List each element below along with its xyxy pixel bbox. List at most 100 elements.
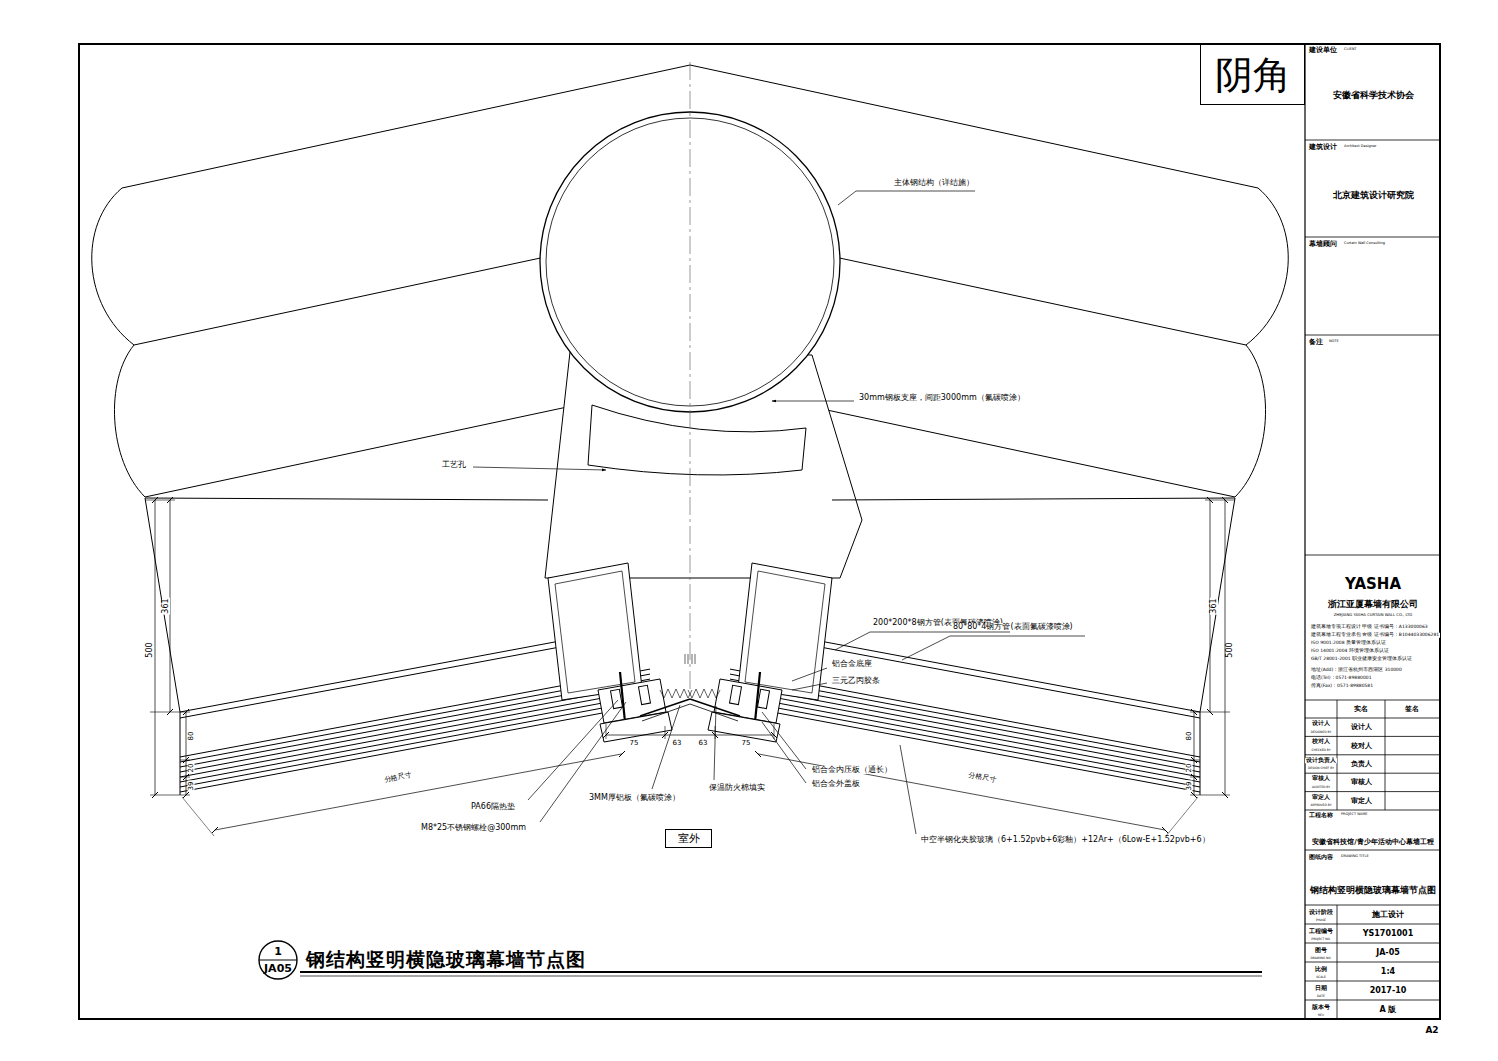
callout-label: 分格尺寸 bbox=[967, 772, 998, 784]
sheet-frame bbox=[1305, 237, 1440, 238]
title-block-text: APPROVED BY bbox=[1309, 804, 1332, 807]
sheet-frame bbox=[1305, 718, 1440, 719]
leader-line bbox=[838, 191, 975, 205]
dimension-text: 63 bbox=[672, 740, 683, 747]
title-block-text: 建筑设计 bbox=[1308, 144, 1338, 151]
leader-line bbox=[772, 401, 854, 402]
title-block-text: 设计人 bbox=[1311, 721, 1331, 727]
dimension-text: 361 bbox=[162, 597, 170, 614]
title-block-text: 校对人 bbox=[1350, 742, 1373, 749]
title-block-text: Curtain Wall Consulting bbox=[1343, 242, 1386, 246]
sheet-size-mark: A2 bbox=[1424, 1026, 1439, 1035]
dimension-text: 500 bbox=[146, 641, 154, 658]
outdoor-side-box: 室外 bbox=[665, 829, 712, 848]
leader-line bbox=[473, 191, 1085, 834]
title-block-text: 建筑幕墙工程专业承包 壹级 证书编号：B1044033006281 bbox=[1310, 633, 1440, 638]
dimension-text: 75 bbox=[741, 740, 752, 747]
leader-line bbox=[528, 700, 618, 800]
dimension-text: 80 bbox=[1186, 731, 1193, 742]
hatch-marks bbox=[692, 654, 693, 664]
callout-label: M8*25不锈钢螺栓@300mm bbox=[420, 824, 527, 832]
sheet-frame bbox=[1305, 736, 1440, 737]
callout-label: 3MM厚铝板（氟碳喷涂） bbox=[588, 794, 681, 802]
title-block-text: 工程编号 bbox=[1308, 928, 1334, 934]
dimension-text: 500 bbox=[1226, 641, 1234, 658]
title-block-text: Architect Designer bbox=[1343, 145, 1377, 149]
title-block-text: 图纸内容 bbox=[1308, 854, 1334, 860]
sheet-frame bbox=[1305, 140, 1440, 141]
title-block-text: DESIGN CHIEF BY bbox=[1307, 767, 1335, 770]
curtain-wall-half bbox=[688, 497, 1235, 836]
title-block-text: 安徽省科学技术协会 bbox=[1332, 91, 1415, 100]
callout-label: 三元乙丙胶条 bbox=[831, 677, 881, 685]
callout-label: 30mm钢板支座，间距3000mm（氟碳喷涂） bbox=[858, 394, 1026, 402]
leader-line bbox=[762, 722, 806, 783]
title-block-text: 幕墙顾问 bbox=[1308, 241, 1338, 248]
dimension-text: 39 bbox=[188, 781, 195, 792]
title-block-text: CLIENT bbox=[1343, 48, 1357, 52]
title-block-text: SCALE bbox=[1315, 975, 1327, 978]
callout-label: 分格尺寸 bbox=[383, 772, 414, 784]
sheet-frame bbox=[1305, 943, 1440, 944]
leader-line bbox=[473, 467, 606, 470]
title-block-text: PHASE bbox=[1315, 918, 1327, 921]
leader-line bbox=[652, 705, 680, 789]
sheet-frame bbox=[1305, 1000, 1440, 1001]
title-block-text: 北京建筑设计研究院 bbox=[1332, 191, 1415, 200]
sheet-frame bbox=[1305, 962, 1440, 963]
sheet-frame bbox=[1305, 810, 1440, 811]
title-block-text: 实名 bbox=[1353, 706, 1369, 713]
hatch-marks bbox=[688, 654, 689, 664]
leader-line bbox=[900, 745, 916, 834]
box-text: 室外 bbox=[678, 833, 700, 844]
hatch-marks bbox=[685, 654, 695, 664]
title-block-text: DATE bbox=[1316, 994, 1326, 997]
leader-line bbox=[902, 636, 1085, 660]
sheet-frame bbox=[300, 971, 1262, 973]
detail-reference-circle: 1JA05 bbox=[258, 940, 298, 980]
dimension-text: 39 bbox=[1186, 781, 1193, 792]
sheet-frame bbox=[1304, 44, 1305, 1019]
callout-label: 铝合金外盖板 bbox=[811, 780, 861, 788]
corner-type-box: 阴角 bbox=[1200, 44, 1305, 105]
leader-line bbox=[762, 712, 806, 769]
sheet-frame bbox=[1305, 905, 1440, 906]
title-block-text: A 版 bbox=[1379, 1006, 1398, 1014]
leader-line bbox=[540, 702, 626, 822]
reference-text: 1 bbox=[274, 946, 282, 957]
title-block-text: 审定人 bbox=[1350, 797, 1373, 804]
callout-label: 铝合金底座 bbox=[831, 660, 873, 668]
leader-line bbox=[792, 683, 827, 690]
title-block-text: PROJECT NAME bbox=[1340, 813, 1368, 817]
title-block-text: 备注 bbox=[1308, 339, 1324, 346]
center-line bbox=[690, 62, 691, 700]
reference-divider bbox=[259, 960, 297, 961]
sheet-frame bbox=[1305, 773, 1440, 774]
callout-label: 中空半钢化夹胶玻璃（6+1.52pvb+6彩釉）+12Ar+（6Low-E+1.… bbox=[920, 836, 1211, 844]
process-hole bbox=[588, 405, 806, 475]
title-block-text: DESIGNED BY bbox=[1310, 730, 1332, 733]
title-block-text: 浙江亚厦幕墙有限公司 bbox=[1327, 600, 1419, 609]
reference-circle-outline bbox=[259, 941, 297, 979]
title-block-text: 1:4 bbox=[1380, 968, 1396, 976]
sheet-frame bbox=[1337, 700, 1338, 810]
sheet-frame bbox=[1305, 754, 1440, 755]
title-block-text: 施工设计 bbox=[1371, 911, 1405, 919]
title-block-text: 钢结构竖明横隐玻璃幕墙节点图 bbox=[1309, 886, 1437, 895]
title-block-text: 图号 bbox=[1314, 947, 1328, 953]
sheet-frame bbox=[79, 44, 1440, 1019]
dimension-text: 20 bbox=[188, 763, 195, 774]
dimension-text: 63 bbox=[698, 740, 709, 747]
dimension-text: 361 bbox=[1210, 597, 1218, 614]
leader-line bbox=[792, 668, 827, 681]
hatch-marks bbox=[685, 654, 686, 664]
title-block-text: PROJECT NO. bbox=[1310, 937, 1331, 940]
title-block-text: 安徽省科技馆/青少年活动中心幕墙工程 bbox=[1311, 839, 1434, 846]
callout-label: PA66隔热垫 bbox=[470, 803, 516, 811]
curtain-wall-half bbox=[145, 497, 692, 836]
drawing-title: 钢结构竖明横隐玻璃幕墙节点图 bbox=[305, 950, 587, 969]
title-block-text: 工程名称 bbox=[1308, 812, 1334, 818]
reference-text: JA05 bbox=[264, 963, 292, 974]
title-block-text: 建筑幕墙专项工程设计 甲级 证书编号：A133000063 bbox=[1310, 625, 1429, 630]
